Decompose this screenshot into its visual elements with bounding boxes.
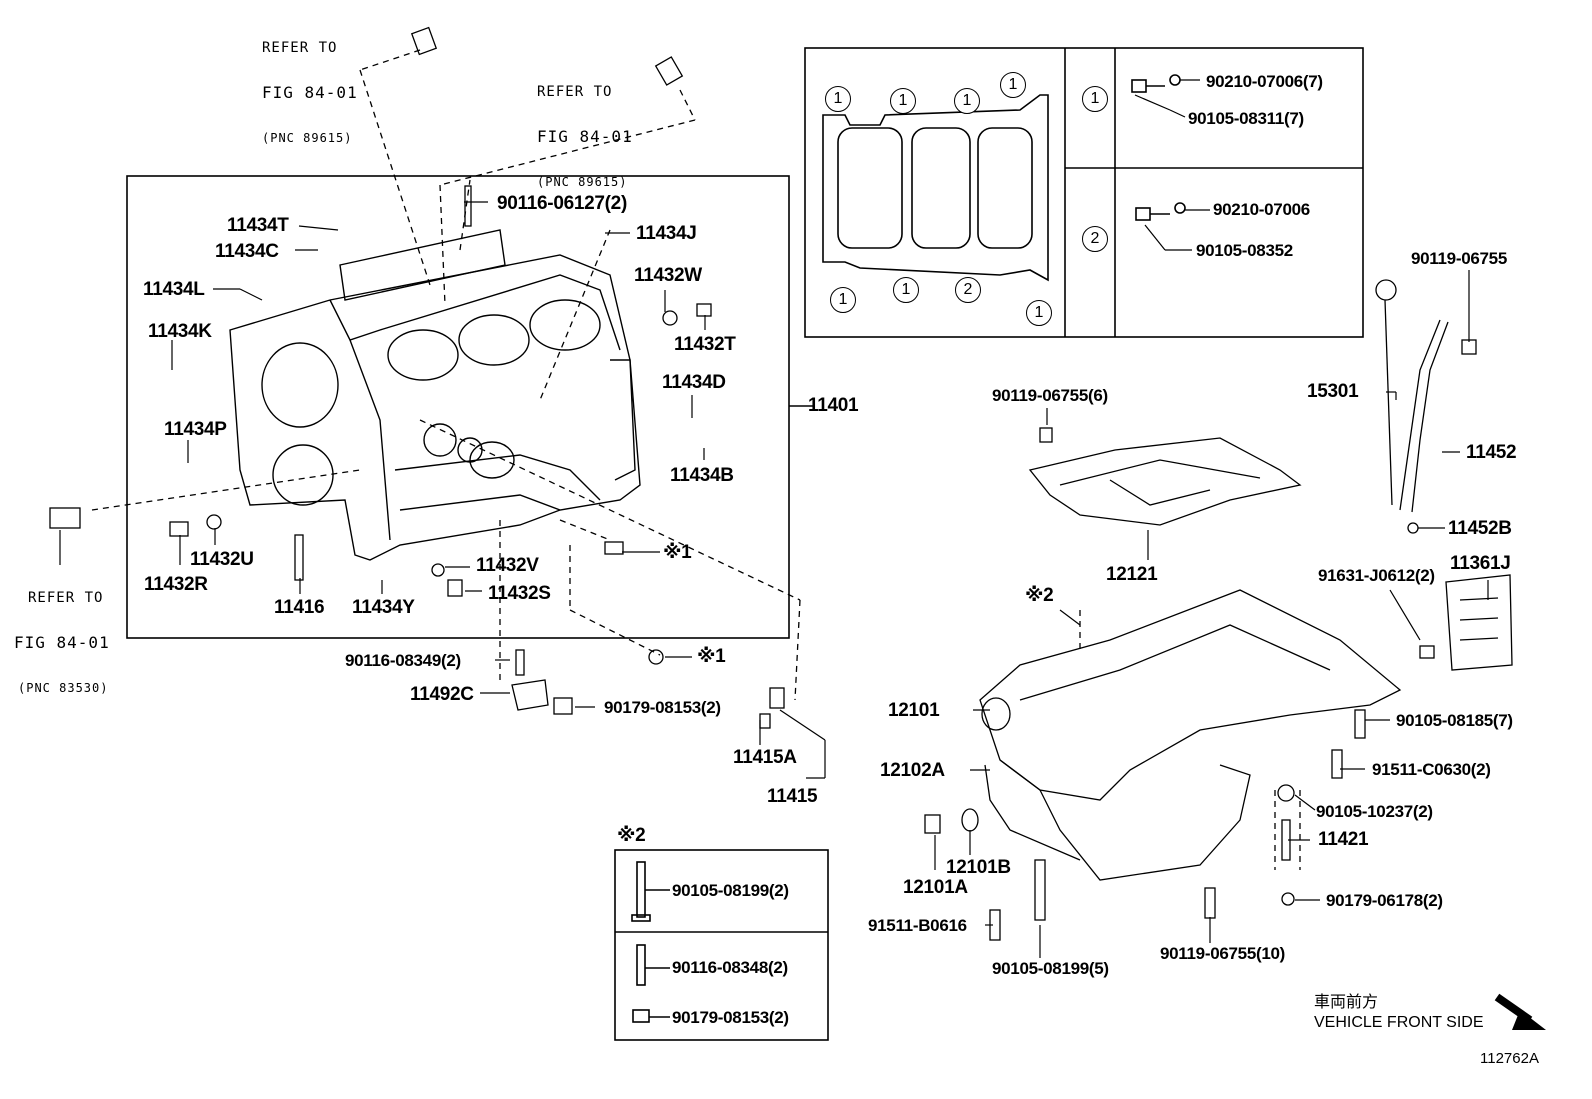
part-label[interactable]: 90116-08349(2) <box>345 651 461 670</box>
part-label[interactable]: 11401 <box>808 395 859 416</box>
part-label[interactable]: 90119-06755 <box>1411 249 1507 268</box>
part-label[interactable]: 11434P <box>164 419 227 440</box>
table-row-key: 2 <box>1082 226 1108 252</box>
vehicle-front-jp: 車両前方 <box>1314 994 1379 1011</box>
bolt-position-mark: 1 <box>825 86 851 112</box>
refer-line: REFER TO <box>262 40 338 57</box>
part-label[interactable]: 90105-08185(7) <box>1396 711 1513 730</box>
part-label[interactable]: 11421 <box>1318 829 1369 850</box>
bolt-position-mark: 1 <box>890 88 916 114</box>
note2-table <box>614 849 829 1041</box>
note-mark: ※2 <box>617 825 646 846</box>
refer-line: REFER TO <box>537 84 613 101</box>
refer-note-2: REFER TO FIG 84-01 (PNC 89615) <box>537 56 633 203</box>
bolt-position-mark: 1 <box>893 277 919 303</box>
note-mark: ※1 <box>663 542 692 563</box>
part-label[interactable]: 90105-08352 <box>1196 241 1293 260</box>
bolt-pattern-table <box>804 47 1364 338</box>
part-label[interactable]: 11434K <box>148 321 212 342</box>
part-label[interactable]: 11434B <box>670 465 734 486</box>
refer-line: FIG 84-01 <box>262 83 358 103</box>
part-label[interactable]: 11434D <box>662 372 726 393</box>
part-label[interactable]: 11432U <box>190 549 254 570</box>
part-label[interactable]: 90116-06127(2) <box>497 193 627 214</box>
note-mark: ※1 <box>697 646 726 667</box>
part-label[interactable]: 12121 <box>1106 564 1158 585</box>
bolt-position-mark: 2 <box>955 277 981 303</box>
bolt-position-mark: 1 <box>1026 300 1052 326</box>
part-label[interactable]: 11492C <box>410 684 474 705</box>
part-label[interactable]: 12101A <box>903 877 968 898</box>
part-label[interactable]: 12102A <box>880 760 945 781</box>
refer-line: (PNC 89615) <box>537 174 628 189</box>
part-label[interactable]: 90116-08348(2) <box>672 958 788 977</box>
note-mark: ※2 <box>1025 585 1054 606</box>
part-label[interactable]: 90179-08153(2) <box>604 698 721 717</box>
part-label[interactable]: 11434J <box>636 223 697 244</box>
part-label[interactable]: 11432V <box>476 555 539 576</box>
part-label[interactable]: 11432S <box>488 583 551 604</box>
part-label[interactable]: 11432R <box>144 574 208 595</box>
part-label[interactable]: 11415 <box>767 786 818 807</box>
refer-note-1: REFER TO FIG 84-01 (PNC 89615) <box>262 12 358 159</box>
block-frame <box>126 175 790 639</box>
bolt-position-mark: 1 <box>954 88 980 114</box>
table-row-key: 1 <box>1082 86 1108 112</box>
bolt-position-mark: 1 <box>1000 72 1026 98</box>
part-label[interactable]: 11416 <box>274 597 325 618</box>
part-label[interactable]: 90179-06178(2) <box>1326 891 1443 910</box>
figure-code: 112762A <box>1480 1050 1539 1067</box>
part-label[interactable]: 90210-07006(7) <box>1206 72 1323 91</box>
part-label[interactable]: 11452B <box>1448 518 1512 539</box>
part-label[interactable]: 90105-08199(5) <box>992 959 1109 978</box>
refer-line: FIG 84-01 <box>537 127 633 147</box>
part-label[interactable]: 90179-08153(2) <box>672 1008 789 1027</box>
part-label[interactable]: 15301 <box>1307 381 1359 402</box>
part-label[interactable]: 11434Y <box>352 597 415 618</box>
part-label[interactable]: 90105-08311(7) <box>1188 109 1304 128</box>
part-label[interactable]: 90119-06755(10) <box>1160 944 1286 963</box>
cylinder-block-drawing <box>229 229 641 561</box>
part-label[interactable]: 91511-B0616 <box>868 916 967 935</box>
part-label[interactable]: 11452 <box>1466 442 1517 463</box>
bolt-position-mark: 1 <box>830 287 856 313</box>
part-label[interactable]: 90105-08199(2) <box>672 881 789 900</box>
part-label[interactable]: 90210-07006 <box>1213 200 1310 219</box>
part-label[interactable]: 11434T <box>227 215 289 236</box>
part-label[interactable]: 91511-C0630(2) <box>1372 760 1491 779</box>
part-label[interactable]: 11434L <box>143 279 205 300</box>
refer-note-3: REFER TO FIG 84-01 (PNC 83530) <box>14 562 110 709</box>
refer-line: (PNC 83530) <box>18 680 109 695</box>
part-label[interactable]: 90105-10237(2) <box>1316 802 1433 821</box>
part-label[interactable]: 12101 <box>888 700 940 721</box>
vehicle-front-label: VEHICLE FRONT SIDE <box>1314 1014 1484 1031</box>
refer-line: FIG 84-01 <box>14 633 110 653</box>
part-label[interactable]: 12101B <box>946 857 1011 878</box>
refer-line: (PNC 89615) <box>262 130 353 145</box>
part-label[interactable]: 11415A <box>733 747 797 768</box>
part-label[interactable]: 11432W <box>634 265 702 286</box>
part-label[interactable]: 11361J <box>1450 553 1511 574</box>
part-label[interactable]: 91631-J0612(2) <box>1318 566 1435 585</box>
refer-line: REFER TO <box>28 590 104 607</box>
part-label[interactable]: 11434C <box>215 241 279 262</box>
part-label[interactable]: 90119-06755(6) <box>992 386 1108 405</box>
part-label[interactable]: 11432T <box>674 334 736 355</box>
